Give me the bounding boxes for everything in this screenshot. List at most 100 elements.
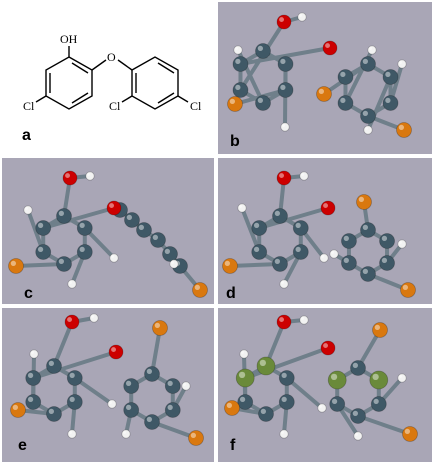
bond xyxy=(356,414,412,436)
atom-highlight xyxy=(167,380,173,386)
carbon-atom xyxy=(278,394,295,410)
oxygen-atom xyxy=(108,344,124,360)
chlorine-label-2: Cl xyxy=(109,99,121,113)
carbon-atom xyxy=(35,244,52,260)
atom-highlight xyxy=(282,124,285,127)
carbon-atom xyxy=(35,220,52,236)
panel-label-b: b xyxy=(230,133,240,150)
hydrogen-atom xyxy=(89,313,99,323)
atom-highlight xyxy=(164,248,170,254)
atom-highlight xyxy=(281,396,287,402)
hydrogen-atom xyxy=(85,171,95,181)
hydrogen-atom xyxy=(299,315,309,325)
chlorine-atom xyxy=(152,320,168,336)
carbon-atom xyxy=(360,56,376,72)
atom-highlight xyxy=(79,222,85,228)
panel-b: b xyxy=(218,2,432,154)
atom-highlight xyxy=(323,203,328,208)
atom-highlight xyxy=(111,255,114,258)
atom-highlight xyxy=(355,433,358,436)
panel-label-e: e xyxy=(18,437,27,454)
carbon-atom xyxy=(123,402,140,418)
atom-highlight xyxy=(281,372,287,378)
hydrogen-atom xyxy=(237,203,247,213)
atom-highlight xyxy=(167,404,173,410)
atom-highlight xyxy=(58,210,64,216)
oxygen-atom xyxy=(322,40,338,56)
carbon-atom xyxy=(277,56,294,72)
carbon-atom xyxy=(56,208,72,224)
atom-highlight xyxy=(399,61,402,64)
carbon-atom xyxy=(278,370,295,386)
atom-highlight xyxy=(183,383,186,386)
carbon-atom xyxy=(341,255,357,271)
atom-highlight xyxy=(325,43,330,48)
hydrogen-atom xyxy=(239,349,249,359)
atom-highlight xyxy=(58,258,64,264)
atom-highlight xyxy=(126,214,132,220)
atom-highlight xyxy=(279,317,284,322)
carbon-atom xyxy=(251,244,268,260)
atom-highlight xyxy=(257,45,263,51)
hydrogen-atom xyxy=(297,12,307,22)
carbon-atom xyxy=(292,220,309,236)
atom-highlight xyxy=(352,362,358,368)
atom-highlight xyxy=(238,371,246,378)
oxygen-atom xyxy=(62,170,78,186)
carbon-atom xyxy=(25,370,42,386)
chlorine-atom xyxy=(402,426,418,442)
atom-highlight xyxy=(125,404,132,410)
hydrogen-atom xyxy=(23,205,33,215)
atom-highlight xyxy=(301,173,304,176)
chlorine-label-3: Cl xyxy=(190,99,202,113)
carbon-atom xyxy=(46,406,62,422)
carbon-atom xyxy=(251,220,268,236)
atom-highlight xyxy=(125,380,132,386)
panel-e: e xyxy=(2,308,214,462)
atom-highlight xyxy=(340,97,346,103)
carbon-atom xyxy=(25,394,42,410)
carbon-atom xyxy=(360,266,376,282)
atom-highlight xyxy=(365,127,368,130)
atom-highlight xyxy=(37,246,44,252)
atom-highlight xyxy=(79,246,85,252)
hydrogen-atom xyxy=(397,373,407,383)
chlorine-atom xyxy=(188,430,204,446)
carbon-atom xyxy=(382,69,399,85)
carbon-atom xyxy=(56,256,72,272)
atom-highlight xyxy=(48,360,54,366)
atom-highlight xyxy=(280,58,286,64)
atom-highlight xyxy=(257,97,263,103)
chlorine-atom xyxy=(222,258,238,274)
chlorine-atom xyxy=(10,402,26,418)
oxygen-atom xyxy=(320,200,336,216)
panel-label-c: c xyxy=(24,285,33,302)
oxygen-atom xyxy=(276,14,292,30)
chlorine-atom xyxy=(356,194,372,210)
atom-highlight xyxy=(274,210,280,216)
carbon-atom xyxy=(329,396,346,412)
bond xyxy=(238,46,332,66)
hydroxyl-label: OH xyxy=(60,32,78,46)
hydrogen-atom xyxy=(299,171,309,181)
atom-highlight xyxy=(91,315,94,318)
atom-highlight xyxy=(259,359,266,366)
atom-highlight xyxy=(10,260,16,266)
atom-highlight xyxy=(253,246,260,252)
atom-highlight xyxy=(281,281,284,284)
atom-highlight xyxy=(171,261,174,264)
atom-highlight xyxy=(381,235,388,241)
panel-label-d: d xyxy=(226,285,236,302)
atom-highlight xyxy=(69,372,75,378)
atom-highlight xyxy=(226,402,232,408)
atom-highlight xyxy=(343,235,349,241)
carbon-atom xyxy=(272,256,288,272)
atom-highlight xyxy=(374,324,380,330)
atom-highlight xyxy=(152,234,158,240)
carbon-atom xyxy=(76,220,93,236)
atom-highlight xyxy=(385,97,391,103)
oxygen-atom xyxy=(276,170,292,186)
atom-highlight xyxy=(330,373,338,380)
carbon-atom xyxy=(123,378,140,394)
carbon-atom xyxy=(337,95,354,111)
